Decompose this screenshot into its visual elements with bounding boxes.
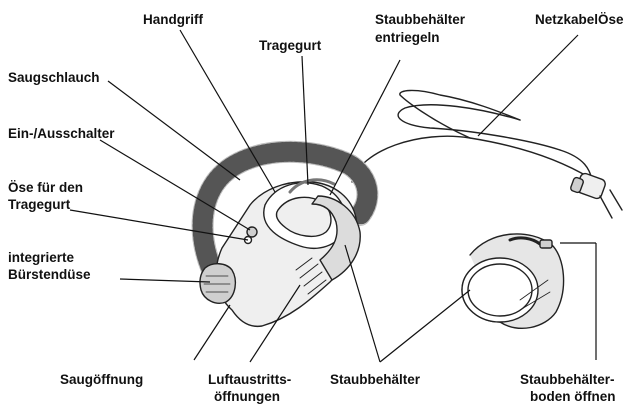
label-staubbehaelter-entriegeln-2: entriegeln	[375, 30, 440, 45]
label-boden-oeffnen-2: boden öffnen	[530, 389, 616, 404]
power-cable	[351, 135, 591, 183]
label-oese-tragegurt-1: Öse für den	[8, 180, 84, 195]
label-staubbehaelter: Staubbehälter	[330, 372, 421, 387]
carry-strap	[288, 178, 336, 194]
label-luftaustritt-1: Luftaustritts-	[208, 372, 292, 387]
label-oese-tragegurt-2: Tragegurt	[8, 197, 71, 212]
label-handgriff: Handgriff	[143, 12, 203, 27]
brush-nozzle	[199, 263, 237, 304]
label-buerstenduese-2: Bürstendüse	[8, 267, 91, 282]
dust-container-detached	[461, 233, 565, 329]
leader-lines	[69, 29, 597, 363]
label-saugoeffnung: Saugöffnung	[60, 372, 144, 387]
label-tragegurt-top: Tragegurt	[259, 38, 322, 53]
label-saugschlauch: Saugschlauch	[8, 70, 100, 85]
label-buerstenduese-1: integrierte	[8, 250, 75, 265]
power-plug	[570, 172, 623, 219]
label-luftaustritt-2: öffnungen	[214, 389, 280, 404]
label-netzkabeloese: NetzkabelÖse	[535, 12, 624, 27]
label-staubbehaelter-entriegeln-1: Staubbehälter	[375, 12, 466, 27]
air-vents	[295, 257, 327, 295]
dust-container-attached	[311, 195, 361, 281]
label-ein-ausschalter: Ein-/Ausschalter	[8, 126, 115, 141]
label-boden-oeffnen-1: Staubbehälter-	[520, 372, 615, 387]
